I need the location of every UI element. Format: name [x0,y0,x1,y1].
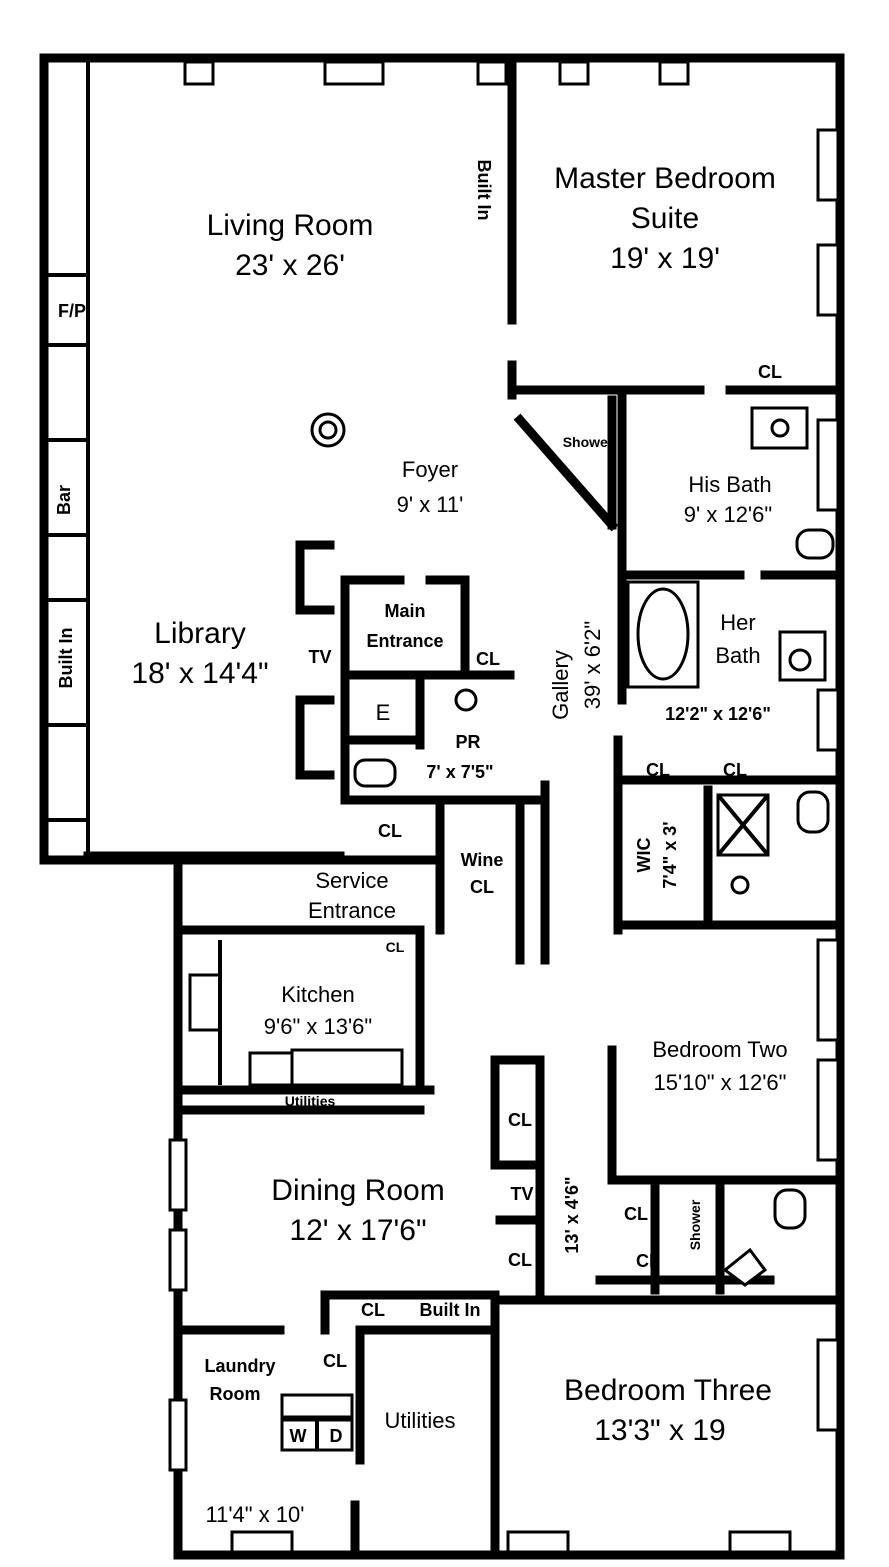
bar-label: Bar [54,485,74,515]
built-in-living-label: Built In [474,160,494,221]
kitchen-name: Kitchen [281,982,354,1007]
closet-her-bath-left: CL [646,760,670,780]
interior-walls [83,57,843,1560]
library-size: 18' x 14'4" [131,657,268,690]
room-labels: Living Room 23' x 26' Master Bedroom Sui… [131,162,787,1527]
built-in-left-label: Built In [56,628,76,689]
powder-room-size: 7' x 7'5" [426,762,493,782]
his-bath-size: 9' x 12'6" [684,502,772,527]
her-bath-name-line1: Her [720,610,755,635]
bedroom-two-name: Bedroom Two [652,1037,787,1062]
feature-labels: F/P Bar Built In Built In Built In TV TV… [54,160,703,1447]
elevator-label: E [376,700,391,725]
wic-name: WIC [634,838,654,873]
bedroom-three-size: 13'3" x 19 [594,1414,725,1447]
service-entrance-line2: Entrance [308,898,396,923]
master-size: 19' x 19' [610,242,720,275]
powder-room-name: PR [455,732,480,752]
closet-master: CL [758,362,782,382]
dining-room-size: 12' x 17'6" [289,1214,426,1247]
closet-dining-top: CL [508,1110,532,1130]
bedroom-three-name: Bedroom Three [564,1374,772,1407]
fixtures [188,406,835,1452]
dining-room-name: Dining Room [271,1174,444,1207]
library-name: Library [154,617,246,650]
wic-size: 7'4" x 3' [660,821,680,888]
closet-her-bath-right: CL [723,760,747,780]
dining-tv-label: TV [510,1184,533,1204]
main-entrance-line1: Main [384,601,425,621]
bedroom-two-size: 15'10" x 12'6" [654,1070,787,1095]
foyer-size: 9' x 11' [397,492,464,517]
closet-bedroom-bottom: CL [636,1251,660,1271]
his-shower-label: Shower [563,434,614,450]
closet-bedroom-top: CL [624,1204,648,1224]
library-tv-label: TV [308,647,331,667]
closet-entrance: CL [476,649,500,669]
laundry-line1: Laundry [204,1356,275,1376]
her-bath-name-line2: Bath [715,643,760,668]
wine-line1: Wine [461,850,504,870]
his-bath-name: His Bath [688,472,771,497]
hall-size: 13' x 4'6" [562,1176,582,1253]
closet-kitchen: CL [386,939,405,955]
gallery-size: 39' x 6'2" [580,621,605,709]
fireplace-label: F/P [58,301,86,321]
living-room-size: 23' x 26' [235,249,345,282]
laundry-size: 11'4" x 10' [206,1502,305,1527]
bottom-windows [168,1138,792,1554]
wine-line2: CL [470,877,494,897]
her-bath-size: 12'2" x 12'6" [665,704,771,724]
dryer-label: D [330,1426,343,1446]
kitchen-size: 9'6" x 13'6" [264,1014,372,1039]
closet-library: CL [378,821,402,841]
right-windows [816,128,840,1432]
washer-label: W [290,1426,307,1446]
utilities-shelf-label: Utilities [285,1093,336,1109]
top-windows [183,60,690,86]
closet-dining-built-in: CL [361,1300,385,1320]
exterior-walls [39,53,845,1560]
closet-laundry: CL [323,1351,347,1371]
laundry-line2: Room [210,1384,261,1404]
closet-dining-bottom: CL [508,1250,532,1270]
master-name-line1: Master Bedroom [554,162,776,195]
living-room-name: Living Room [207,209,374,242]
foyer-name: Foyer [402,457,458,482]
service-entrance-line1: Service [315,868,388,893]
left-window-strip [46,62,90,856]
built-in-dining-label: Built In [420,1300,481,1320]
master-name-line2: Suite [631,202,699,235]
utilities-name: Utilities [385,1408,456,1433]
bedroom-shower-label: Shower [687,1199,703,1250]
gallery-name: Gallery [548,650,573,720]
closet-labels: CL CL CL CL CL CL CL CL CL CL CL CL [323,362,782,1371]
main-entrance-line2: Entrance [366,631,443,651]
